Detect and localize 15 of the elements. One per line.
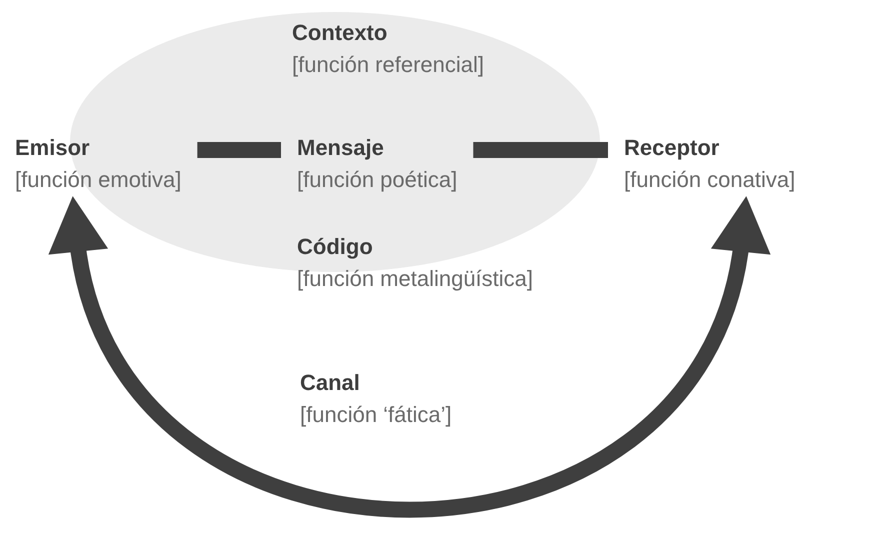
node-function-label: [función metalingüística] <box>297 265 534 293</box>
node-heading: Contexto <box>292 19 388 47</box>
node-function-label: [función emotiva] <box>15 166 182 194</box>
node-heading: Receptor <box>624 134 720 162</box>
node-heading: Canal <box>300 369 361 397</box>
connector-bar <box>197 142 281 158</box>
node-function-label: [función ‘fática’] <box>300 401 452 429</box>
node-heading: Emisor <box>15 134 91 162</box>
node-heading: Mensaje <box>297 134 385 162</box>
connector-bar <box>473 142 608 158</box>
node-function-label: [función poética] <box>297 166 458 194</box>
node-function-label: [función conativa] <box>624 166 796 194</box>
curved-double-arrow <box>50 197 768 518</box>
node-function-label: [función referencial] <box>292 51 484 79</box>
node-heading: Código <box>297 233 374 261</box>
